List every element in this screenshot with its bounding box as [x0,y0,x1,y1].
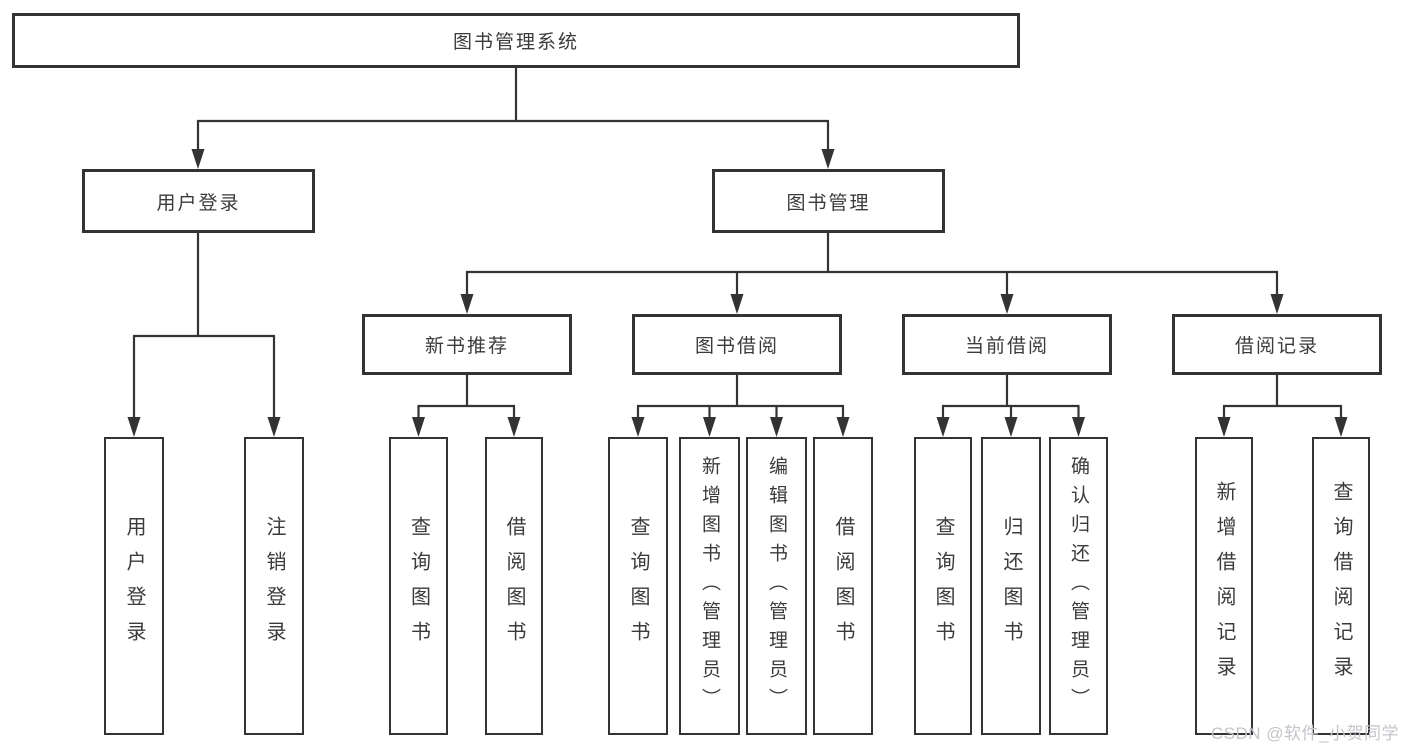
node-bb-edit-book: 编辑图书（管理员） [746,437,807,735]
edge-root-to-level2 [191,68,835,169]
node-bb-add-book: 新增图书（管理员） [679,437,740,735]
node-book-management-label: 图书管理 [786,192,871,214]
node-current-borrow-label: 当前借阅 [964,336,1049,357]
node-cb-return-book: 归还图书 [981,437,1041,735]
node-book-borrow-label: 图书借阅 [694,336,779,357]
node-current-borrow: 当前借阅 [902,314,1112,375]
node-rec-query-book: 查询图书 [389,437,448,735]
node-root-label: 图书管理系统 [452,32,579,53]
node-rec-query-book-label: 查询图书 [407,516,430,656]
node-cb-query-book-label: 查询图书 [932,516,954,656]
edge-book-management-to-level3 [460,233,1284,314]
node-br-add-record-label: 新增借阅记录 [1213,481,1235,691]
node-user-login-leaf: 用户登录 [104,437,164,735]
edge-user-login-to-leaves [127,233,281,437]
node-bb-borrow-book-label: 借阅图书 [832,516,854,656]
node-bb-query-book-label: 查询图书 [627,516,649,656]
node-user-login-leaf-label: 用户登录 [123,516,145,656]
edge-current-borrow-to-leaves [936,375,1085,437]
node-root: 图书管理系统 [12,13,1020,68]
node-user-login-label: 用户登录 [156,192,241,214]
node-book-management: 图书管理 [712,169,945,233]
node-user-login: 用户登录 [82,169,315,233]
node-borrow-records-label: 借阅记录 [1234,336,1319,357]
csdn-watermark: CSDN @软件_小贺同学 [1210,724,1399,743]
node-br-add-record: 新增借阅记录 [1195,437,1253,735]
node-br-query-record: 查询借阅记录 [1312,437,1370,735]
node-br-query-record-label: 查询借阅记录 [1330,481,1352,691]
node-new-book-recommend-label: 新书推荐 [424,336,509,357]
node-cb-confirm-return-label: 确认归还（管理员） [1068,455,1089,717]
node-cb-confirm-return: 确认归还（管理员） [1049,437,1108,735]
node-logout-leaf: 注销登录 [244,437,304,735]
node-borrow-records: 借阅记录 [1172,314,1382,375]
node-bb-query-book: 查询图书 [608,437,668,735]
node-new-book-recommend: 新书推荐 [362,314,572,375]
node-rec-borrow-book-label: 借阅图书 [503,516,525,656]
node-logout-leaf-label: 注销登录 [263,516,285,656]
node-book-borrow: 图书借阅 [632,314,842,375]
node-bb-add-book-label: 新增图书（管理员） [699,455,720,717]
node-rec-borrow-book: 借阅图书 [485,437,543,735]
edge-book-borrow-to-leaves [631,375,850,437]
node-bb-borrow-book: 借阅图书 [813,437,873,735]
edge-new-book-recommend-to-leaves [412,375,521,437]
edge-borrow-records-to-leaves [1217,375,1348,437]
node-cb-query-book: 查询图书 [914,437,972,735]
node-bb-edit-book-label: 编辑图书（管理员） [766,455,787,717]
node-cb-return-book-label: 归还图书 [1000,516,1022,656]
